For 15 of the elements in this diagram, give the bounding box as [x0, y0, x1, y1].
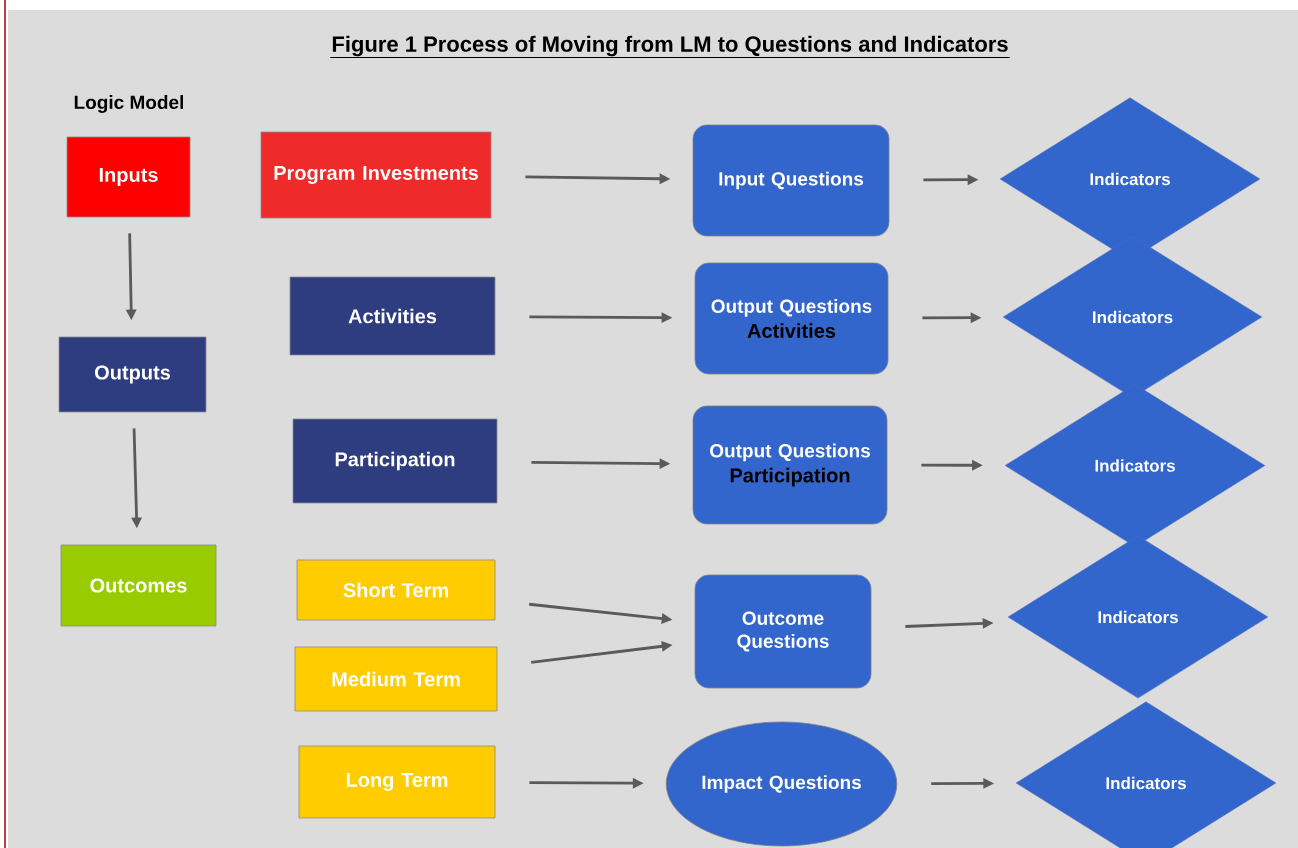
question-box: Input Questions [692, 124, 890, 237]
question-box: Output Questions Activities [694, 262, 889, 375]
process-box: Medium Term [294, 646, 498, 712]
process-box: Outputs [58, 336, 207, 413]
process-box: Outcomes [60, 544, 217, 627]
question-box: Outcome Questions [694, 574, 872, 689]
process-box: Participation [292, 418, 498, 504]
title: Figure 1 Process of Moving from LM to Questions and Indicators [329, 35, 1011, 59]
process-box: Long Term [298, 745, 496, 819]
question-box: Output Questions Participation [692, 405, 888, 525]
process-box: Inputs [66, 136, 191, 218]
process-box: Activities [289, 276, 496, 356]
process-box: Short Term [296, 559, 496, 621]
section-label: Logic Model [74, 95, 183, 113]
process-box: Program Investments [260, 131, 492, 219]
